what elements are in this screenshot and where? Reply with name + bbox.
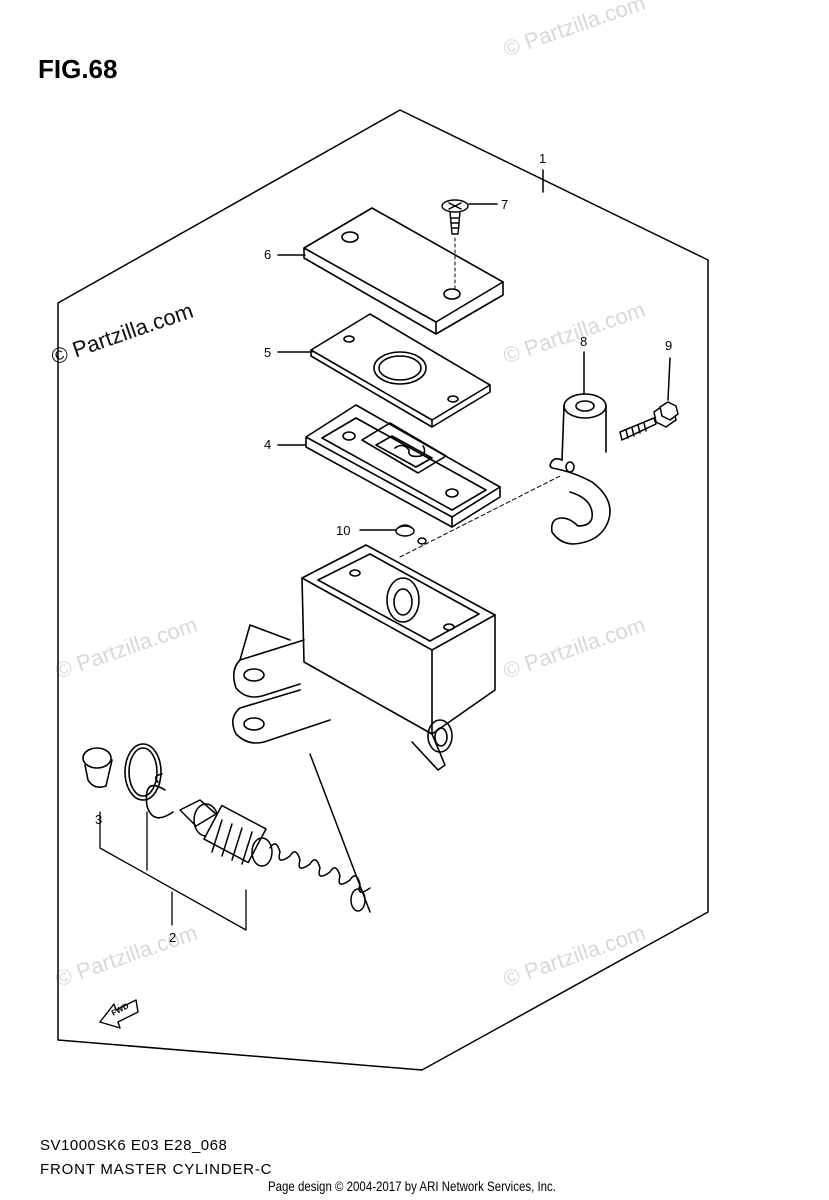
piston-assembly [179, 799, 371, 912]
reservoir-cap [303, 207, 504, 335]
callout-7: 7 [501, 197, 509, 212]
diaphragm-plate [310, 313, 491, 428]
assembly-outline [57, 109, 709, 1071]
clamp-bolt [619, 401, 679, 441]
callout-2: 2 [169, 930, 177, 945]
callout-1: 1 [539, 151, 547, 166]
fwd-arrow-icon [99, 999, 139, 1029]
diaphragm-gasket [305, 404, 501, 528]
figure-title: FIG.68 [38, 54, 118, 84]
piston-boot [82, 743, 162, 801]
small-screw [395, 524, 427, 545]
master-cylinder-body [232, 544, 496, 771]
handlebar-clamp [549, 393, 611, 545]
callout-6: 6 [264, 247, 272, 262]
callout-5: 5 [264, 345, 272, 360]
callout-4: 4 [264, 437, 272, 452]
page-credit: Page design © 2004-2017 by ARI Network S… [268, 1178, 556, 1194]
callout-8: 8 [580, 334, 588, 349]
model-code: SV1000SK6 E03 E28_068 [40, 1137, 228, 1154]
circlip [145, 773, 174, 819]
callout-10: 10 [336, 523, 351, 538]
callout-9: 9 [665, 338, 673, 353]
callout-3: 3 [95, 812, 103, 827]
screw [441, 199, 469, 235]
part-name: FRONT MASTER CYLINDER-C [40, 1161, 273, 1178]
